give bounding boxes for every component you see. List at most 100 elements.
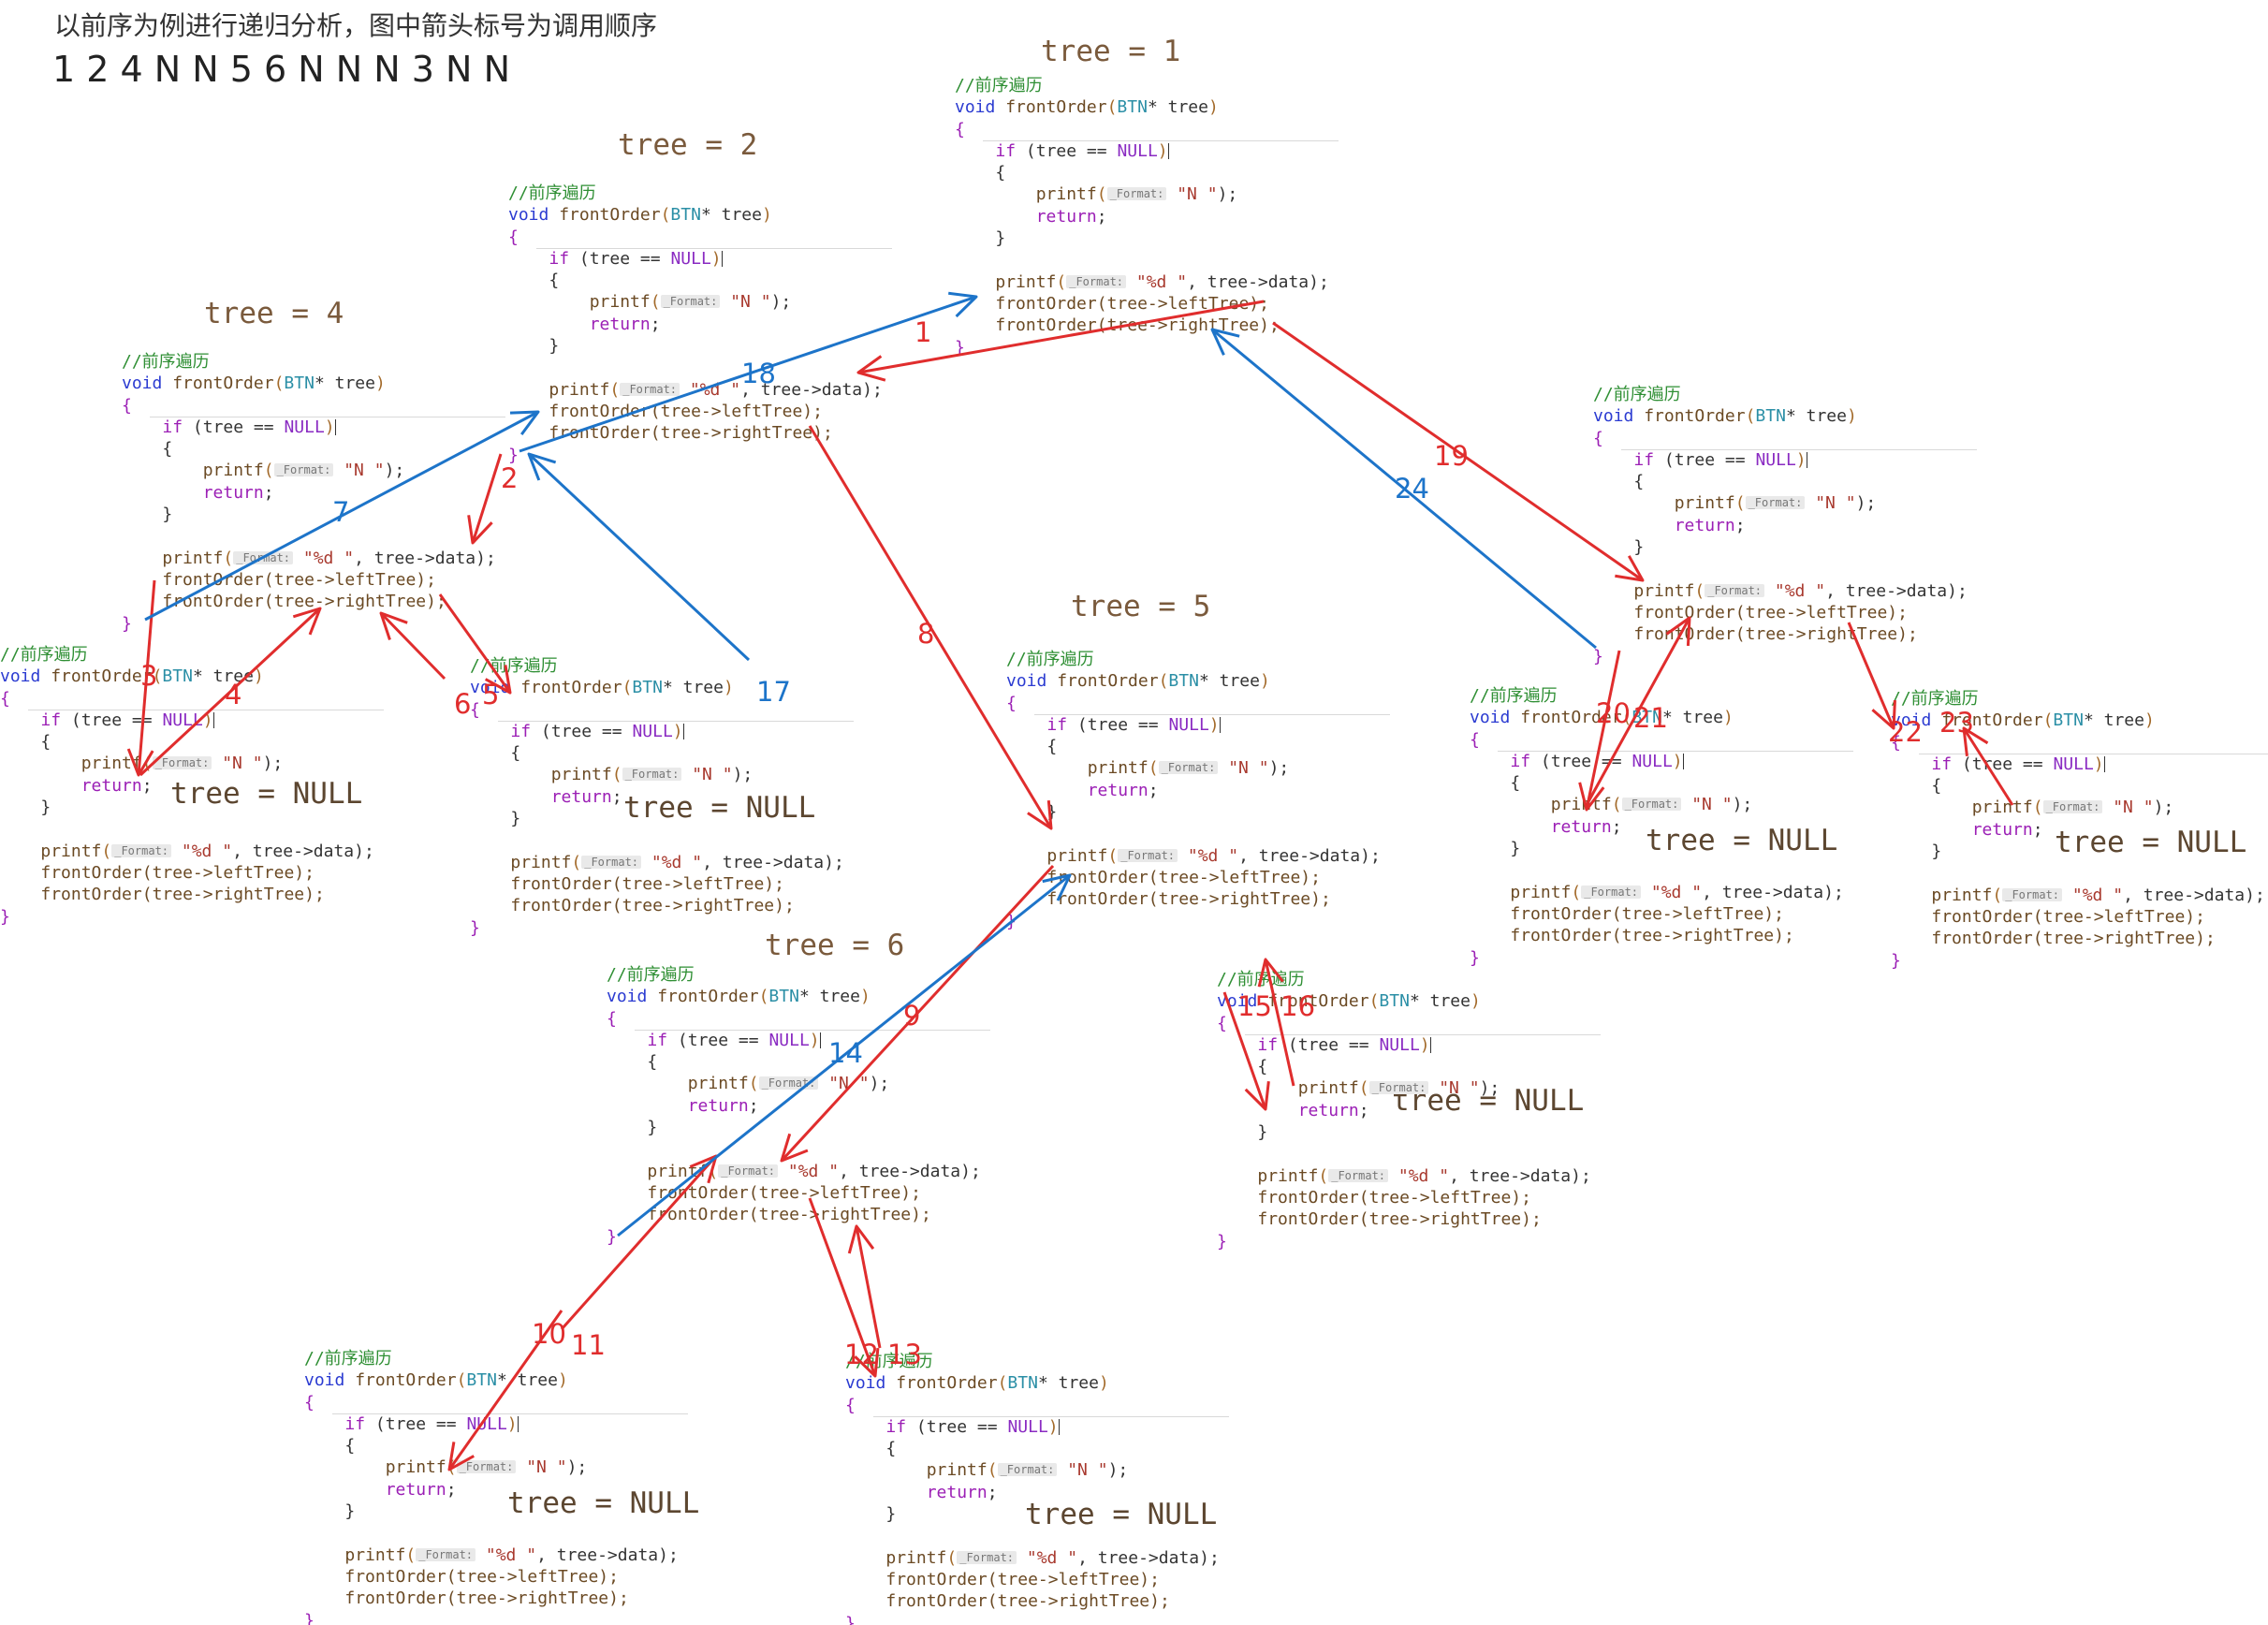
print-null-statement: printf(_Format: "N "); bbox=[1297, 1078, 1500, 1099]
function-signature: void frontOrder(BTN* tree) bbox=[304, 1370, 568, 1391]
step-number-s1516: 15 16 bbox=[1237, 990, 1316, 1022]
right-recursive-call: frontOrder(tree->rightTree); bbox=[1257, 1209, 1542, 1230]
print-data-statement: printf(_Format: "%d ", tree->data); bbox=[885, 1547, 1220, 1568]
call-arrow-s10 bbox=[447, 1310, 563, 1471]
call-arrow-s16 bbox=[1257, 958, 1295, 1087]
print-null-statement: printf(_Format: "N "); bbox=[1035, 184, 1238, 205]
call-arrow-s19 bbox=[1272, 321, 1645, 582]
step-number-s18: 18 bbox=[741, 358, 776, 389]
title-tree1: tree = 1 bbox=[1041, 35, 1181, 68]
call-arrow-s20 bbox=[1578, 650, 1621, 812]
function-signature: void frontOrder(BTN* tree) bbox=[122, 373, 386, 394]
editor-guide-line bbox=[635, 1029, 990, 1031]
left-recursive-call: frontOrder(tree->leftTree); bbox=[647, 1182, 921, 1203]
left-recursive-call: frontOrder(tree->leftTree); bbox=[1931, 906, 2205, 927]
null-label: tree = NULL bbox=[1646, 824, 1838, 857]
title-tree5: tree = 5 bbox=[1071, 590, 1211, 623]
editor-guide-line bbox=[498, 720, 854, 722]
code-comment: //前序遍历 bbox=[304, 1349, 392, 1369]
call-arrow-s1 bbox=[856, 300, 1265, 382]
print-null-statement: printf(_Format: "N "); bbox=[80, 754, 284, 774]
null-check: if (tree == NULL) bbox=[1633, 449, 1807, 470]
print-data-statement: printf(_Format: "%d ", tree->data); bbox=[1633, 580, 1968, 601]
null-check: if (tree == NULL) bbox=[549, 248, 723, 269]
null-label: tree = NULL bbox=[1392, 1084, 1585, 1118]
left-recursive-call: frontOrder(tree->leftTree); bbox=[510, 873, 784, 894]
null-check: if (tree == NULL) bbox=[1257, 1034, 1431, 1055]
editor-guide-line bbox=[1498, 750, 1853, 752]
call-arrow-s15 bbox=[1222, 991, 1270, 1111]
diagram-heading: 以前序为例进行递归分析，图中箭头标号为调用顺序 bbox=[54, 10, 658, 41]
call-arrow-s7 bbox=[144, 410, 540, 622]
print-data-statement: printf(_Format: "%d ", tree->data); bbox=[1510, 882, 1844, 902]
code-comment: //前序遍历 bbox=[0, 645, 88, 665]
call-arrow-s21 bbox=[1585, 616, 1691, 806]
call-arrow-s14 bbox=[617, 873, 1072, 1237]
print-data-statement: printf(_Format: "%d ", tree->data); bbox=[162, 548, 496, 568]
step-number-s4: 4 bbox=[225, 679, 242, 710]
editor-guide-line bbox=[332, 1413, 688, 1414]
print-data-statement: printf(_Format: "%d ", tree->data); bbox=[1046, 845, 1381, 866]
null-check: if (tree == NULL) bbox=[510, 721, 684, 741]
call-arrow-s11 bbox=[560, 1154, 718, 1330]
right-recursive-call: frontOrder(tree->rightTree); bbox=[647, 1205, 931, 1225]
call-arrow-s5 bbox=[438, 593, 512, 695]
call-arrow-s24 bbox=[1210, 328, 1597, 650]
preorder-output-sequence: 1 2 4 N N 5 6 N N N 3 N N bbox=[52, 49, 510, 90]
code-comment: //前序遍历 bbox=[1470, 686, 1558, 706]
call-arrow-s22 bbox=[1847, 622, 1896, 730]
code-comment: //前序遍历 bbox=[508, 183, 596, 203]
step-number-s9: 9 bbox=[903, 1000, 921, 1032]
editor-guide-line bbox=[1034, 713, 1390, 715]
print-data-statement: printf(_Format: "%d ", tree->data); bbox=[995, 271, 1329, 292]
print-data-statement: printf(_Format: "%d ", tree->data); bbox=[647, 1161, 981, 1181]
function-signature: void frontOrder(BTN* tree) bbox=[0, 666, 264, 687]
print-data-statement: printf(_Format: "%d ", tree->data); bbox=[510, 852, 844, 872]
print-null-statement: printf(_Format: "N "); bbox=[926, 1460, 1129, 1481]
editor-guide-line bbox=[1245, 1033, 1601, 1035]
null-check: if (tree == NULL) bbox=[1046, 714, 1221, 735]
step-number-s21: 21 bbox=[1633, 702, 1668, 734]
print-null-statement: printf(_Format: "N "); bbox=[202, 461, 405, 481]
function-signature: void frontOrder(BTN* tree) bbox=[508, 205, 772, 226]
null-label: tree = NULL bbox=[507, 1486, 700, 1520]
step-number-s6: 6 bbox=[454, 688, 472, 720]
right-recursive-call: frontOrder(tree->rightTree); bbox=[995, 315, 1280, 336]
print-null-statement: printf(_Format: "N "); bbox=[1550, 795, 1753, 815]
function-signature: void frontOrder(BTN* tree) bbox=[1891, 710, 2155, 731]
null-label: tree = NULL bbox=[2055, 826, 2247, 859]
step-number-s7: 7 bbox=[332, 496, 350, 528]
call-arrow-s9 bbox=[780, 864, 1055, 1163]
left-recursive-call: frontOrder(tree->leftTree); bbox=[1633, 602, 1908, 622]
call-arrow-s4 bbox=[139, 607, 322, 777]
step-number-s22: 22 bbox=[1888, 716, 1923, 748]
left-recursive-call: frontOrder(tree->leftTree); bbox=[1257, 1187, 1531, 1208]
editor-guide-line bbox=[983, 139, 1339, 141]
step-number-s24: 24 bbox=[1395, 473, 1429, 505]
call-arrow-s12 bbox=[808, 1197, 880, 1378]
left-recursive-call: frontOrder(tree->leftTree); bbox=[995, 293, 1269, 314]
call-arrow-s3 bbox=[126, 579, 156, 777]
right-recursive-call: frontOrder(tree->rightTree); bbox=[344, 1588, 629, 1609]
code-comment: //前序遍历 bbox=[122, 352, 210, 372]
print-null-statement: printf(_Format: "N "); bbox=[1087, 758, 1290, 779]
null-label: tree = NULL bbox=[623, 791, 816, 825]
step-number-s14: 14 bbox=[828, 1037, 863, 1069]
code-comment: //前序遍历 bbox=[955, 76, 1043, 95]
right-recursive-call: frontOrder(tree->rightTree); bbox=[1633, 624, 1918, 645]
editor-guide-line bbox=[536, 247, 892, 249]
step-number-s13: 13 bbox=[887, 1339, 922, 1370]
null-check: if (tree == NULL) bbox=[162, 417, 336, 437]
call-arrow-s13 bbox=[847, 1224, 882, 1349]
function-signature: void frontOrder(BTN* tree) bbox=[607, 987, 871, 1007]
call-arrow-s23 bbox=[1962, 726, 2014, 806]
null-check: if (tree == NULL) bbox=[647, 1030, 821, 1050]
left-recursive-call: frontOrder(tree->leftTree); bbox=[549, 401, 823, 421]
